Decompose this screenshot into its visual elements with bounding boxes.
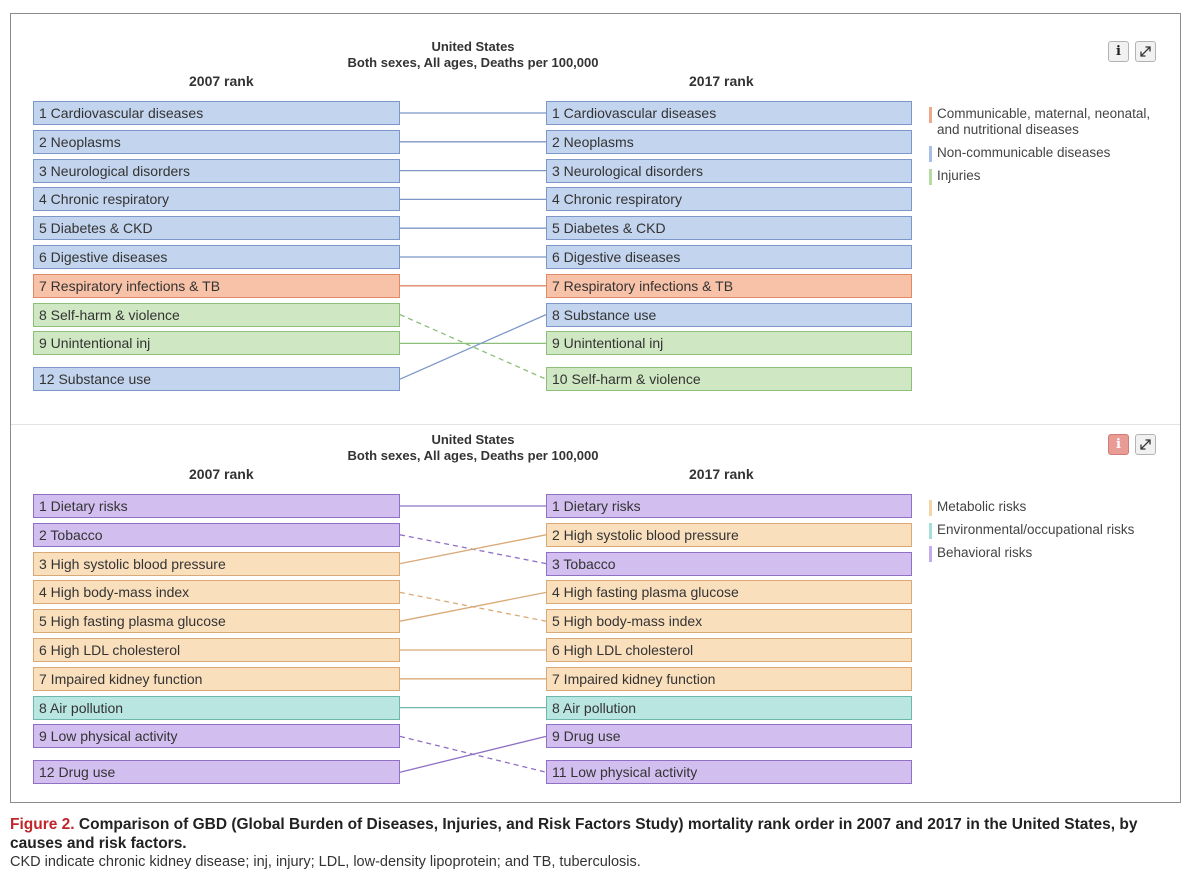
rank-link bbox=[399, 314, 547, 380]
right-rank-box[interactable]: 1 Cardiovascular diseases bbox=[546, 101, 912, 125]
causes-legend: Communicable, maternal, neonatal, and nu… bbox=[929, 106, 1157, 191]
right-rank-box[interactable]: 3 Neurological disorders bbox=[546, 158, 912, 183]
legend-label: Injuries bbox=[937, 168, 981, 183]
legend-swatch bbox=[929, 523, 932, 539]
legend-swatch bbox=[929, 500, 932, 516]
panel-subtitle: Both sexes, All ages, Deaths per 100,000 bbox=[347, 55, 599, 70]
left-rank-box[interactable]: 6 High LDL cholesterol bbox=[33, 638, 400, 662]
left-rank-box[interactable]: 1 Cardiovascular diseases bbox=[33, 101, 400, 125]
left-rank-box[interactable]: 9 Unintentional inj bbox=[33, 331, 400, 356]
info-icon: i bbox=[1116, 44, 1121, 59]
rank-link bbox=[399, 534, 547, 565]
left-rank-box[interactable]: 5 High fasting plasma glucose bbox=[33, 609, 400, 634]
rank-link bbox=[399, 591, 547, 622]
left-rank-box[interactable]: 1 Dietary risks bbox=[33, 494, 400, 518]
expand-button[interactable] bbox=[1135, 41, 1156, 62]
left-rank-box[interactable]: 12 Substance use bbox=[33, 367, 400, 392]
right-rank-box[interactable]: 1 Dietary risks bbox=[546, 494, 912, 518]
right-rank-box[interactable]: 7 Respiratory infections & TB bbox=[546, 273, 912, 298]
left-rank-box[interactable]: 4 Chronic respiratory bbox=[33, 187, 400, 212]
left-rank-box[interactable]: 8 Self-harm & violence bbox=[33, 302, 400, 327]
panel-country: United States bbox=[431, 39, 515, 54]
left-rank-box[interactable]: 4 High body-mass index bbox=[33, 580, 400, 605]
info-button[interactable]: i bbox=[1108, 41, 1129, 62]
legend-swatch bbox=[929, 169, 932, 185]
left-rank-box[interactable]: 7 Impaired kidney function bbox=[33, 666, 400, 691]
right-rank-box[interactable]: 2 High systolic blood pressure bbox=[546, 522, 912, 547]
left-rank-box[interactable]: 8 Air pollution bbox=[33, 695, 400, 720]
right-rank-box[interactable]: 5 High body-mass index bbox=[546, 609, 912, 634]
legend-label: Non-communicable diseases bbox=[937, 145, 1111, 160]
right-rank-box[interactable]: 2 Neoplasms bbox=[546, 129, 912, 154]
left-rank-box[interactable]: 3 Neurological disorders bbox=[33, 158, 400, 183]
right-rank-box[interactable]: 7 Impaired kidney function bbox=[546, 666, 912, 691]
legend-item: Injuries bbox=[929, 168, 1157, 185]
right-rank-box[interactable]: 4 High fasting plasma glucose bbox=[546, 580, 912, 605]
rank-link bbox=[399, 735, 547, 773]
panel-country: United States bbox=[431, 432, 515, 447]
right-rank-box[interactable]: 8 Air pollution bbox=[546, 695, 912, 720]
right-rank-box[interactable]: 5 Diabetes & CKD bbox=[546, 216, 912, 241]
legend-swatch bbox=[929, 146, 932, 162]
figure-label: Figure 2. bbox=[10, 816, 75, 833]
right-rank-box[interactable]: 8 Substance use bbox=[546, 302, 912, 327]
left-column-title: 2007 rank bbox=[189, 73, 254, 89]
legend-item: Behavioral risks bbox=[929, 545, 1134, 562]
rank-link bbox=[399, 735, 547, 773]
right-rank-box[interactable]: 4 Chronic respiratory bbox=[546, 187, 912, 212]
legend-label: Behavioral risks bbox=[937, 545, 1033, 560]
left-column-title: 2007 rank bbox=[189, 466, 254, 482]
legend-item: Communicable, maternal, neonatal, and nu… bbox=[929, 106, 1157, 138]
info-button[interactable]: i bbox=[1108, 434, 1129, 455]
legend-swatch bbox=[929, 546, 932, 562]
left-rank-box[interactable]: 9 Low physical activity bbox=[33, 724, 400, 749]
risks-panel: United States Both sexes, All ages, Deat… bbox=[11, 424, 1180, 803]
rank-link bbox=[399, 534, 547, 565]
right-rank-box[interactable]: 3 Tobacco bbox=[546, 551, 912, 576]
caption-title-line: Figure 2. Comparison of GBD (Global Burd… bbox=[10, 815, 1190, 853]
right-rank-box[interactable]: 6 High LDL cholesterol bbox=[546, 638, 912, 662]
figure-note: CKD indicate chronic kidney disease; inj… bbox=[10, 854, 641, 870]
figure-title: Comparison of GBD (Global Burden of Dise… bbox=[10, 816, 1138, 852]
figure-frame: United States Both sexes, All ages, Deat… bbox=[10, 13, 1181, 803]
right-column-title: 2017 rank bbox=[689, 73, 754, 89]
left-rank-box[interactable]: 2 Tobacco bbox=[33, 522, 400, 547]
right-rank-box[interactable]: 9 Unintentional inj bbox=[546, 331, 912, 356]
left-rank-box[interactable]: 3 High systolic blood pressure bbox=[33, 551, 400, 576]
expand-icon bbox=[1140, 439, 1151, 450]
rank-link bbox=[399, 314, 547, 380]
left-rank-box[interactable]: 12 Drug use bbox=[33, 760, 400, 785]
legend-label: Environmental/occupational risks bbox=[937, 522, 1135, 537]
figure-caption: Figure 2. Comparison of GBD (Global Burd… bbox=[10, 815, 1190, 870]
info-icon: i bbox=[1116, 437, 1121, 452]
left-rank-box[interactable]: 2 Neoplasms bbox=[33, 129, 400, 154]
left-rank-box[interactable]: 6 Digestive diseases bbox=[33, 245, 400, 269]
legend-item: Non-communicable diseases bbox=[929, 145, 1157, 162]
legend-item: Environmental/occupational risks bbox=[929, 522, 1135, 539]
causes-panel: United States Both sexes, All ages, Deat… bbox=[11, 14, 1180, 422]
legend-label: Communicable, maternal, neonatal, and nu… bbox=[937, 106, 1151, 137]
left-rank-box[interactable]: 5 Diabetes & CKD bbox=[33, 216, 400, 241]
right-column-title: 2017 rank bbox=[689, 466, 754, 482]
rank-link bbox=[399, 591, 547, 622]
right-rank-box[interactable]: 9 Drug use bbox=[546, 724, 912, 749]
right-rank-box[interactable]: 6 Digestive diseases bbox=[546, 245, 912, 269]
expand-icon bbox=[1140, 46, 1151, 57]
panel-subtitle: Both sexes, All ages, Deaths per 100,000 bbox=[347, 448, 599, 463]
expand-button[interactable] bbox=[1135, 434, 1156, 455]
right-rank-box[interactable]: 10 Self-harm & violence bbox=[546, 367, 912, 392]
legend-label: Metabolic risks bbox=[937, 499, 1027, 514]
left-rank-box[interactable]: 7 Respiratory infections & TB bbox=[33, 273, 400, 298]
right-rank-box[interactable]: 11 Low physical activity bbox=[546, 760, 912, 785]
legend-swatch bbox=[929, 107, 932, 123]
legend-item: Metabolic risks bbox=[929, 499, 1134, 516]
